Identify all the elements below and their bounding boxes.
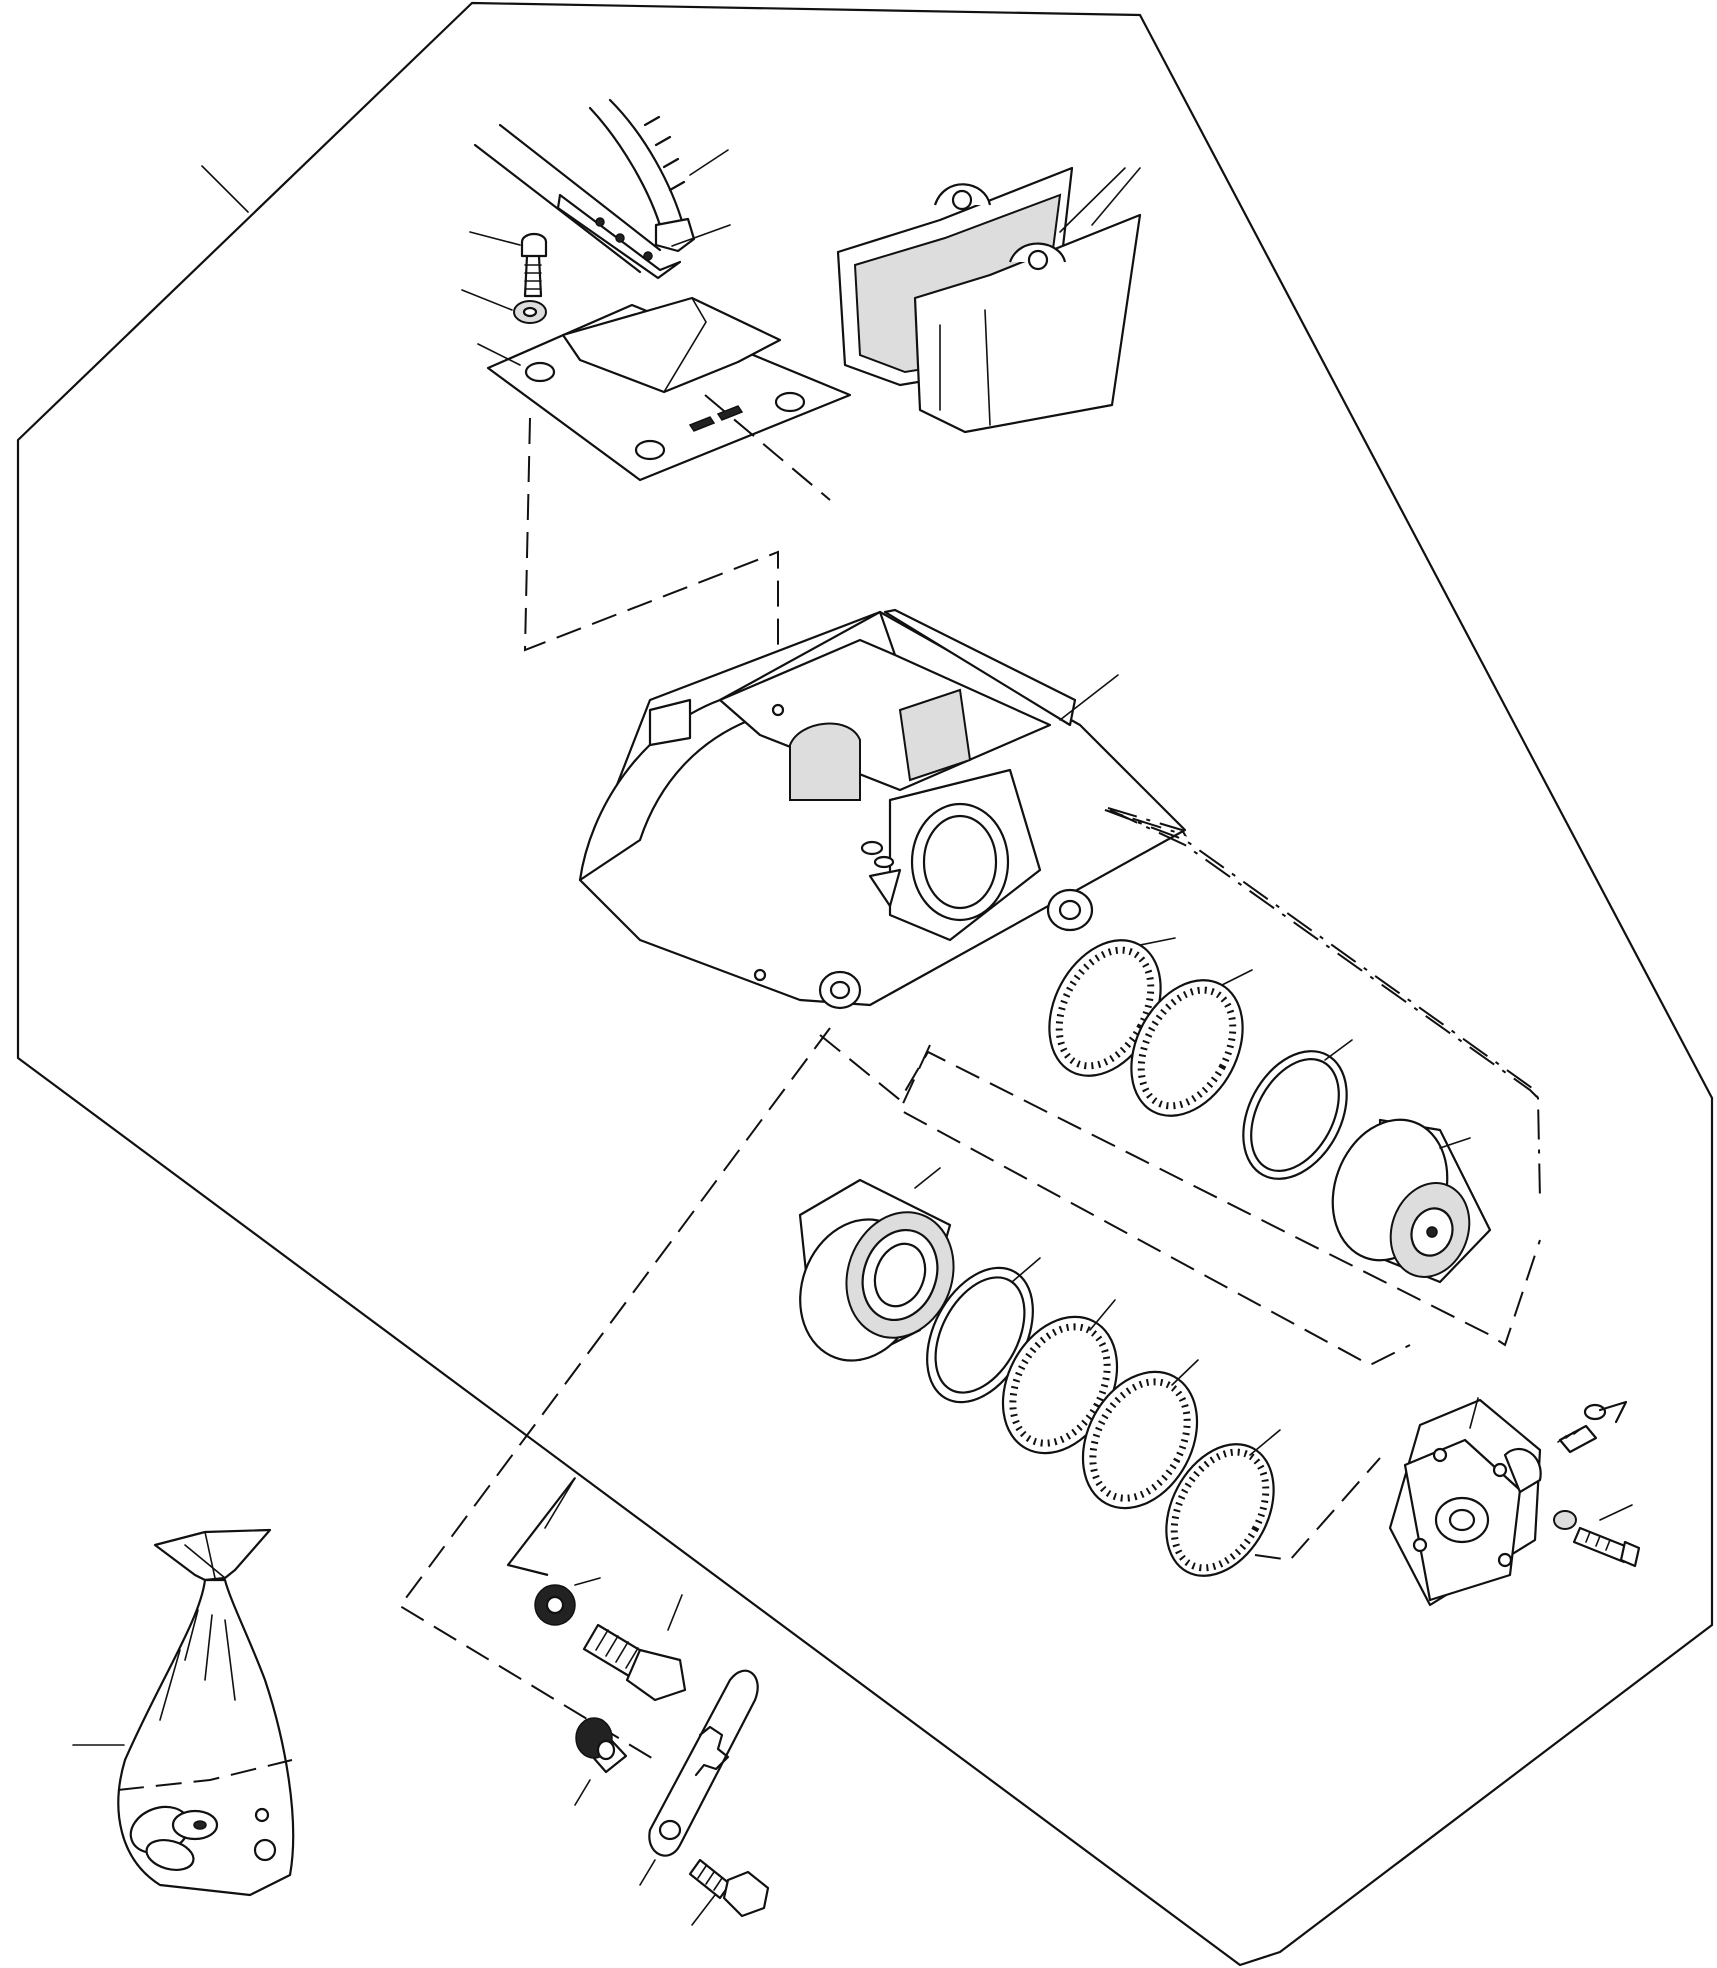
seal-ring-icon — [1242, 1039, 1353, 1180]
wear-indicator-icon — [588, 98, 729, 253]
bushing-icon — [574, 1717, 628, 1806]
caliper-housing-icon — [578, 608, 1187, 1010]
piston-icon — [1331, 1118, 1492, 1284]
parts-bag-icon — [72, 1528, 295, 1897]
plate-to-housing-leader — [523, 417, 779, 705]
piston-icon — [798, 1167, 955, 1362]
kit-boundary-outline — [16, 1, 1714, 1967]
bolt-icon — [469, 231, 548, 298]
indicator-strip-icon — [473, 123, 731, 280]
lower-fastener-leader — [398, 1027, 831, 1761]
seal-ring-icon — [1165, 1429, 1281, 1577]
brake-pad-pair-icon — [836, 166, 1142, 434]
washer-icon — [461, 289, 547, 324]
seal-ring-icon — [1081, 1359, 1199, 1510]
lock-tab-icon — [639, 1669, 759, 1886]
end-cover-icon — [1388, 1397, 1542, 1607]
bleeder-screw-icon — [1557, 1400, 1628, 1454]
seal-ring-icon — [1048, 937, 1176, 1077]
bolt-icon — [688, 1858, 770, 1926]
bolt-icon — [1553, 1504, 1641, 1568]
retaining-plate-icon — [477, 296, 852, 482]
washer-icon — [534, 1577, 601, 1626]
seal-ring-icon — [1130, 969, 1253, 1117]
inner-piston-leader — [819, 1034, 1541, 1347]
bolt-icon — [582, 1594, 687, 1702]
